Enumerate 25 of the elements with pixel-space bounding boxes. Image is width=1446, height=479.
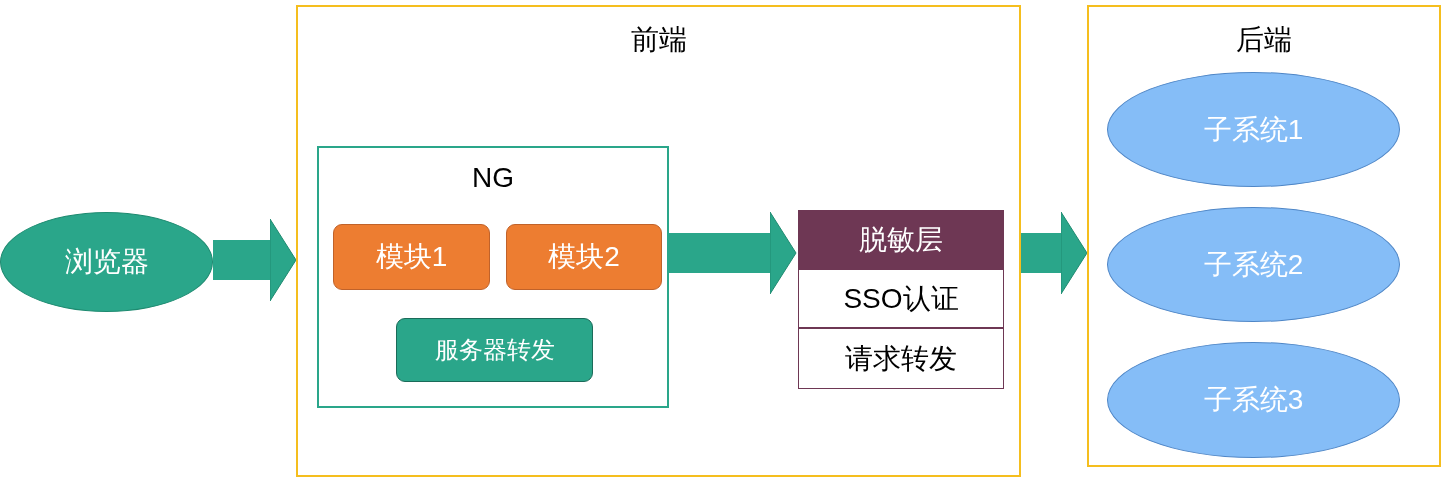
layer-box	[798, 210, 1004, 269]
group-container	[296, 5, 1021, 477]
group-heading: 后端	[1235, 23, 1293, 57]
node-label: 浏览器	[64, 245, 149, 279]
node-label: SSO认证	[843, 281, 959, 316]
block-arrow	[213, 218, 297, 302]
node-label: 模块1	[375, 240, 448, 274]
node-label: 子系统1	[1203, 112, 1304, 147]
group-heading: 前端	[629, 23, 688, 57]
process-box	[333, 224, 490, 290]
group-heading: NG	[471, 162, 515, 194]
node-label: 子系统2	[1203, 247, 1304, 282]
group-container	[1087, 5, 1441, 467]
process-box	[506, 224, 662, 290]
node-label: 脱敏层	[859, 222, 943, 257]
node-label: 服务器转发	[434, 335, 555, 365]
process-box	[396, 318, 593, 382]
module-container	[317, 146, 669, 408]
block-arrow	[1020, 211, 1088, 295]
block-arrow	[667, 211, 797, 295]
layer-box	[798, 269, 1004, 328]
layer-box	[798, 328, 1004, 389]
node-label: 请求转发	[845, 341, 957, 376]
node-label: 子系统3	[1203, 383, 1304, 417]
node-label: 模块2	[548, 240, 620, 274]
